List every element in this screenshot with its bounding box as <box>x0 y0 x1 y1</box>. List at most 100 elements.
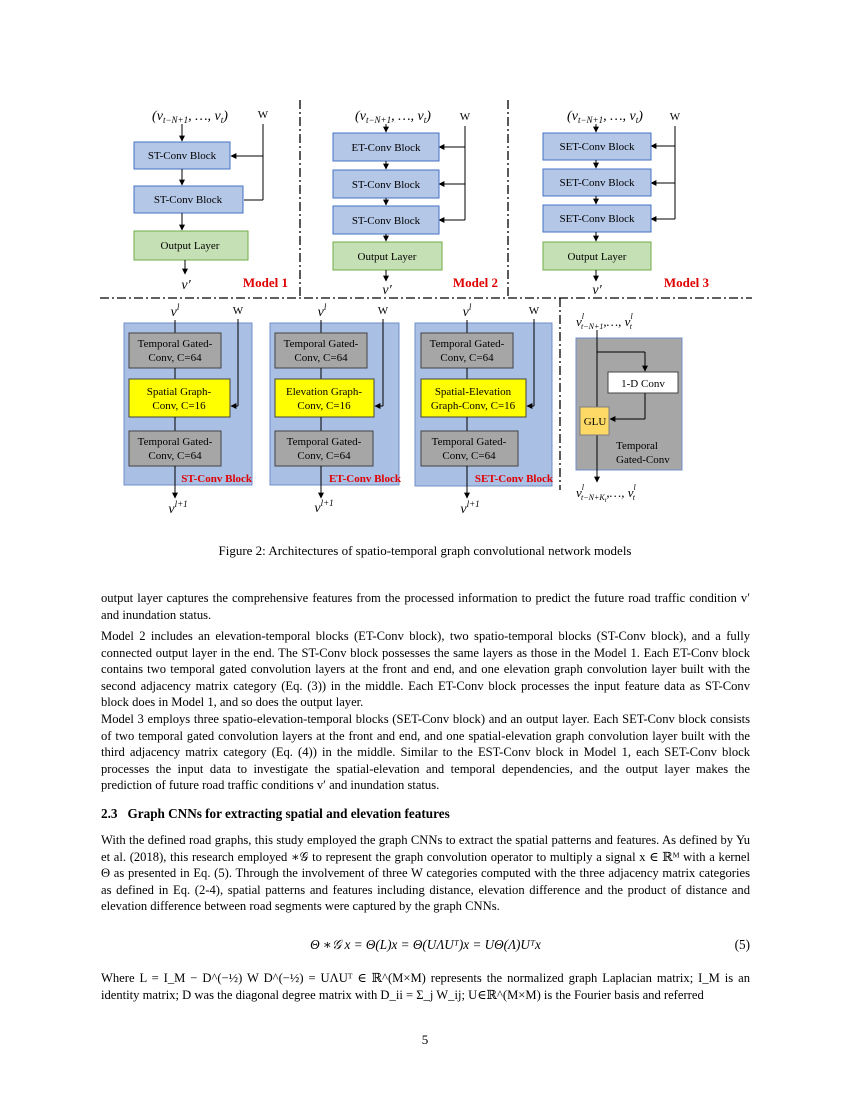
architecture-figure: (vt−N+1, …, vt) W ST-Conv Block ST-Conv … <box>100 100 752 517</box>
model-2-block-3 <box>332 205 440 235</box>
st-layer-2 <box>128 378 231 418</box>
model-2-panel: (vt−N+1, …, vt) W ET-Conv Block ST-Conv … <box>332 109 498 298</box>
set-layer-3-line-1: Temporal Gated- <box>432 436 507 448</box>
equation-body: Θ ∗𝒢 x = Θ(L)x = Θ(UΛUᵀ)x = UΘ(Λ)Uᵀx <box>310 937 541 952</box>
model-1-panel: (vt−N+1, …, vt) W ST-Conv Block ST-Conv … <box>133 109 288 293</box>
st-layer-1-line-2: Conv, C=64 <box>148 352 202 364</box>
model-1-block-2 <box>133 185 244 214</box>
model-3-block-1-label: SET-Conv Block <box>559 141 635 153</box>
et-layer-2-line-2: Conv, C=16 <box>297 400 351 412</box>
figure-dividers <box>100 100 752 490</box>
model-1-block-1-label: ST-Conv Block <box>148 150 217 162</box>
model-2-block-3-label: ST-Conv Block <box>352 215 421 227</box>
model-2-output-layer <box>332 241 443 271</box>
section-paragraph: With the defined road graphs, this study… <box>101 833 750 913</box>
model-2-block-1 <box>332 132 440 162</box>
model-3-panel: (vt−N+1, …, vt) W SET-Conv Block SET-Con… <box>542 109 710 298</box>
glu-panel-background <box>575 337 683 471</box>
et-layer-3-line-1: Temporal Gated- <box>287 436 362 448</box>
glu-label: GLU <box>584 416 607 428</box>
glu-panel-label-line-1: Temporal <box>616 440 658 452</box>
st-block-label: ST-Conv Block <box>181 473 253 485</box>
model-2-label: Model 2 <box>453 275 498 290</box>
set-layer-1-line-1: Temporal Gated- <box>430 338 505 350</box>
figure-caption: Figure 2: Architectures of spatio-tempor… <box>218 543 632 558</box>
model-3-input: (vt−N+1, …, vt) <box>567 109 643 125</box>
model-2-input: (vt−N+1, …, vt) <box>355 109 431 125</box>
et-layer-2-line-1: Elevation Graph- <box>286 386 362 398</box>
st-conv-block-detail: vl W Temporal Gated- Conv, C=64 Spatial … <box>123 302 253 517</box>
model-2-block-1-label: ET-Conv Block <box>352 142 421 154</box>
model-1-block-2-label: ST-Conv Block <box>154 194 223 206</box>
glu-panel-label-line-2: Gated-Conv <box>616 454 670 466</box>
st-layer-2-line-1: Spatial Graph- <box>147 386 212 398</box>
model-1-input: (vt−N+1, …, vt) <box>152 109 228 125</box>
st-block-input: vl <box>171 302 180 320</box>
model-3-block-3 <box>542 204 652 233</box>
st-block-output: vl+1 <box>168 499 187 517</box>
set-block-w-label: W <box>529 305 540 317</box>
set-layer-3 <box>420 430 519 467</box>
paragraph-3: Model 3 employs three spatio-elevation-t… <box>101 712 750 792</box>
st-block-w-label: W <box>233 305 244 317</box>
et-layer-1-line-1: Temporal Gated- <box>284 338 359 350</box>
model-2-result: v′ <box>382 283 392 298</box>
page-number: 5 <box>421 1032 429 1047</box>
section-title-text: Graph CNNs for extracting spatial and el… <box>127 806 450 821</box>
set-layer-2-line-2: Graph-Conv, C=16 <box>431 400 516 412</box>
conv-1d-label: 1-D Conv <box>621 378 665 390</box>
et-layer-2 <box>274 378 375 418</box>
model-3-result: v′ <box>592 283 602 298</box>
model-2-block-2-label: ST-Conv Block <box>352 179 421 191</box>
model-1-w-label: W <box>258 109 269 121</box>
set-layer-1-line-2: Conv, C=64 <box>440 352 494 364</box>
et-block-label: ET-Conv Block <box>329 473 402 485</box>
set-block-output: vl+1 <box>460 499 479 517</box>
et-block-input: vl <box>318 302 327 320</box>
model-1-output-layer <box>133 230 249 261</box>
model-3-w-label: W <box>670 111 681 123</box>
model-3-label: Model 3 <box>664 275 710 290</box>
et-layer-3 <box>274 430 374 467</box>
set-layer-1 <box>420 332 514 369</box>
et-block-output: vl+1 <box>314 498 333 516</box>
model-2-output-label: Output Layer <box>358 251 417 263</box>
paragraph-1: output layer captures the comprehensive … <box>101 591 750 622</box>
st-layer-3 <box>128 430 222 467</box>
st-layer-3-line-2: Conv, C=64 <box>148 450 202 462</box>
model-1-result: v′ <box>181 278 191 293</box>
equation-number: (5) <box>734 937 750 952</box>
model-1-output-label: Output Layer <box>161 240 220 252</box>
model-3-block-1 <box>542 132 652 161</box>
model-3-output-label: Output Layer <box>568 251 627 263</box>
model-2-block-2 <box>332 169 440 199</box>
st-layer-2-line-2: Conv, C=16 <box>152 400 206 412</box>
section-number: 2.3 <box>101 806 118 821</box>
model-1-label: Model 1 <box>243 275 288 290</box>
set-layer-3-line-2: Conv, C=64 <box>442 450 496 462</box>
set-layer-2 <box>420 378 527 418</box>
st-layer-3-line-1: Temporal Gated- <box>138 436 213 448</box>
model-3-output-layer <box>542 241 652 271</box>
set-layer-2-line-1: Spatial-Elevation <box>435 386 512 398</box>
set-conv-block-detail: vl W Temporal Gated- Conv, C=64 Spatial-… <box>414 302 554 517</box>
paragraph-2: Model 2 includes an elevation-temporal b… <box>101 629 750 709</box>
et-layer-3-line-2: Conv, C=64 <box>297 450 351 462</box>
conv-1d-box <box>607 371 679 394</box>
set-block-label: SET-Conv Block <box>475 473 554 485</box>
glu-box <box>579 406 610 436</box>
final-paragraph: Where L = I_M − D^(−½) W D^(−½) = UΛUᵀ ∈… <box>101 971 750 1002</box>
et-layer-1-line-2: Conv, C=64 <box>294 352 348 364</box>
model-3-block-2-label: SET-Conv Block <box>559 177 635 189</box>
st-layer-1-line-1: Temporal Gated- <box>138 338 213 350</box>
et-block-w-label: W <box>378 305 389 317</box>
model-2-w-label: W <box>460 111 471 123</box>
model-1-block-1 <box>133 141 231 170</box>
st-layer-1 <box>128 332 222 369</box>
set-block-input: vl <box>463 302 472 320</box>
et-layer-1 <box>274 332 368 369</box>
model-3-block-2 <box>542 168 652 197</box>
